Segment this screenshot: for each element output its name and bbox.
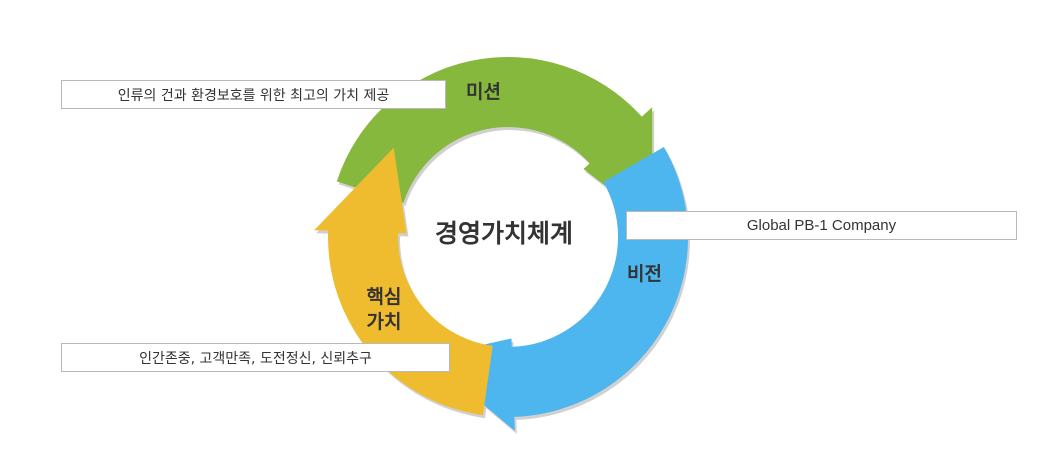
vision-label: 비전: [627, 263, 662, 285]
core-values-label: 핵심 가치: [356, 285, 412, 335]
core-values-label-line1: 핵심: [366, 286, 402, 308]
mission-description-text: 인류의 건과 환경보호를 위한 최고의 가치 제공: [117, 87, 390, 104]
core-values-label-line2: 가치: [366, 311, 402, 333]
center-title: 경영가치체계: [434, 219, 573, 248]
mission-description-box: 인류의 건과 환경보호를 위한 최고의 가치 제공: [61, 80, 446, 109]
mission-label: 미션: [466, 81, 501, 103]
vision-arrow-segment: [426, 147, 689, 431]
vision-description-text: Global PB-1 Company: [746, 217, 897, 234]
vision-description-box: Global PB-1 Company: [626, 211, 1017, 240]
core-values-description-text: 인간존중, 고객만족, 도전정신, 신뢰추구: [139, 350, 372, 367]
core-values-description-box: 인간존중, 고객만족, 도전정신, 신뢰추구: [61, 343, 450, 372]
